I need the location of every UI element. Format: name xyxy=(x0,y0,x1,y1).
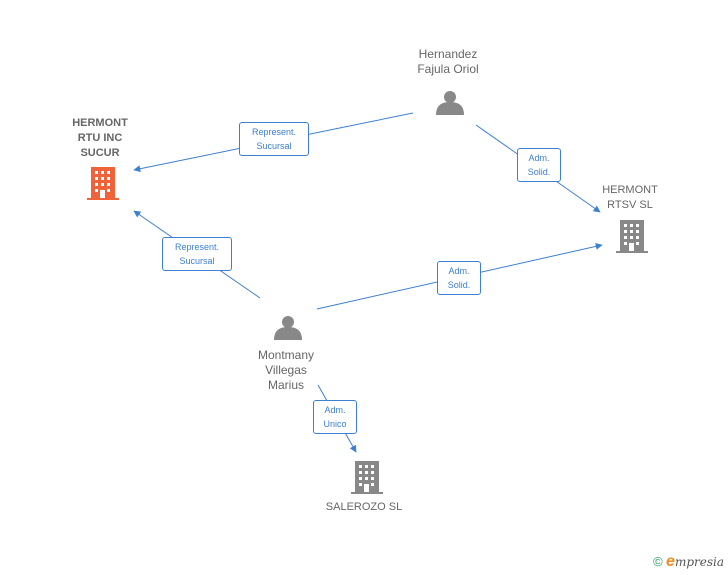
building-icon[interactable] xyxy=(616,220,648,253)
person-icon[interactable] xyxy=(436,91,464,115)
edge-label-adm-solid: Adm. Solid. xyxy=(517,148,561,182)
node-label-salerozo[interactable]: SALEROZO SL xyxy=(325,501,403,513)
node-label-hermont-rtu[interactable]: HERMONT RTU INC SUCUR xyxy=(72,117,128,159)
node-label-hernandez[interactable]: Hernandez Fajula Oriol xyxy=(417,47,479,76)
edge-label-represent-sucursal: Represent. Sucursal xyxy=(239,122,309,156)
building-icon[interactable] xyxy=(87,167,119,200)
node-label-hermont-rtsv[interactable]: HERMONT RTSV SL xyxy=(602,184,658,211)
edge-label-adm-unico: Adm. Unico xyxy=(313,400,357,434)
node-label-montmany[interactable]: Montmany Villegas Marius xyxy=(257,348,315,392)
edge-label-adm-solid: Adm. Solid. xyxy=(437,261,481,295)
brand-name: mpresia xyxy=(674,555,724,569)
edge-label-represent-sucursal: Represent. Sucursal xyxy=(162,237,232,271)
copyright-symbol: © xyxy=(653,554,663,569)
building-icon[interactable] xyxy=(351,461,383,494)
person-icon[interactable] xyxy=(274,316,302,340)
brand-initial: e xyxy=(666,553,675,570)
brand-footer: © empresia xyxy=(653,553,724,571)
